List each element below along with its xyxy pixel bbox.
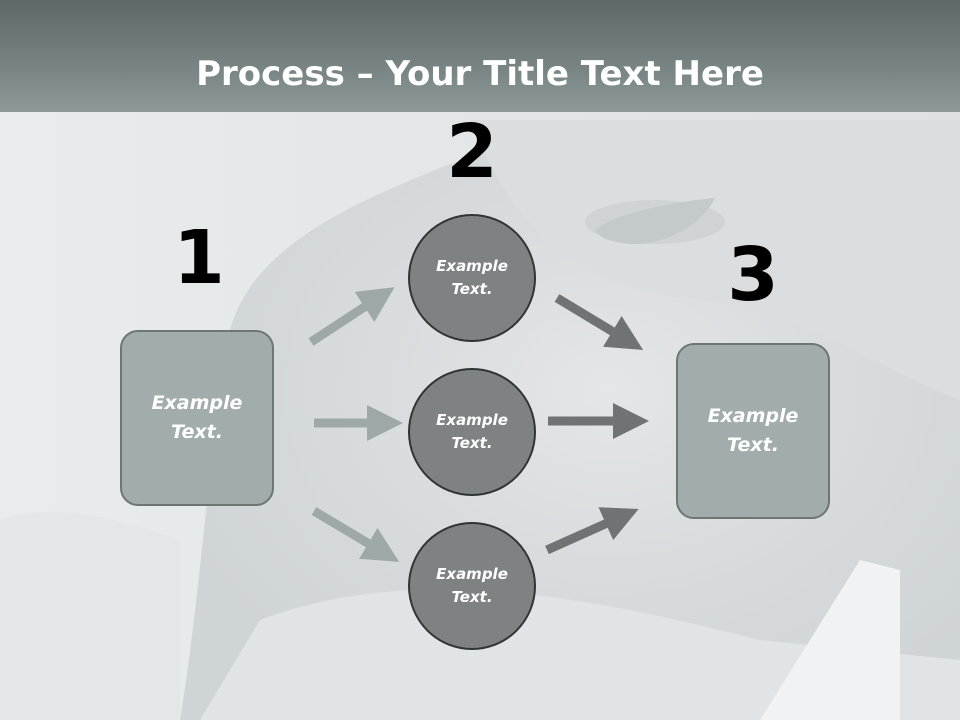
- process-circle-bottom: Example Text.: [408, 522, 536, 650]
- process-circle-top: Example Text.: [408, 214, 536, 342]
- step-number-1: 1: [173, 215, 225, 301]
- title-bold: Process: [196, 54, 345, 94]
- right-process-box: Example Text.: [676, 343, 830, 519]
- circle-bottom-label: Example Text.: [436, 565, 508, 606]
- step-number-3: 3: [727, 232, 779, 318]
- left-box-label: Example Text.: [151, 392, 243, 443]
- left-process-box: Example Text.: [120, 330, 274, 506]
- process-circle-middle: Example Text.: [408, 368, 536, 496]
- step-number-2: 2: [446, 109, 498, 195]
- title-bar: [0, 0, 960, 112]
- title-rest: – Your Title Text Here: [344, 54, 764, 94]
- right-box-label: Example Text.: [707, 405, 799, 456]
- circle-top-label: Example Text.: [436, 257, 508, 298]
- slide-title: Process – Your Title Text Here: [0, 50, 960, 98]
- circle-middle-label: Example Text.: [436, 411, 508, 452]
